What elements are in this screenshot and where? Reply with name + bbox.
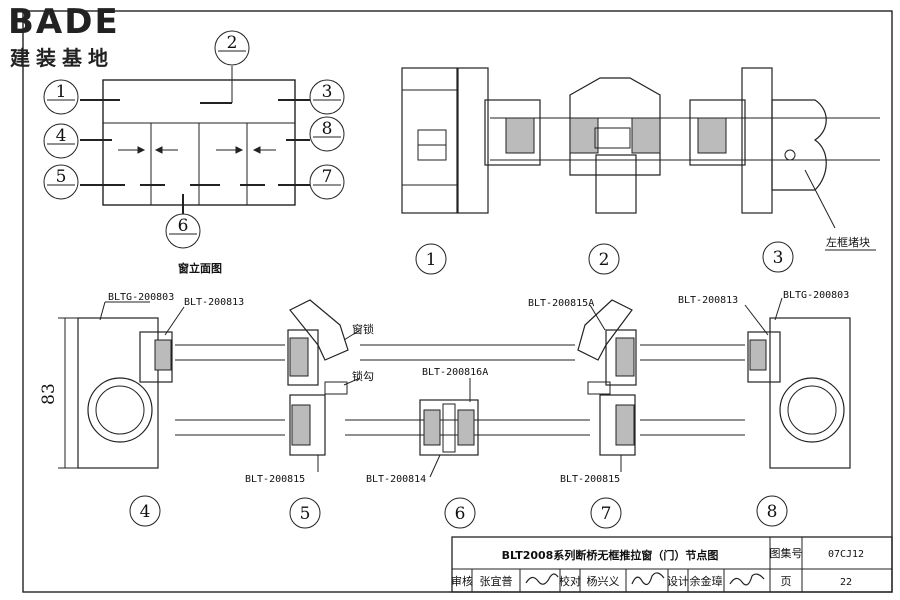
elevation-callouts — [43, 30, 345, 249]
check-label: 校对 — [559, 574, 581, 588]
top-section-callouts — [415, 241, 794, 275]
bottom-section-callouts — [129, 495, 788, 529]
brand-logo: BADE — [8, 2, 120, 42]
part-blt-200816a: BLT-200816A — [422, 367, 488, 378]
section-label-7: 7 — [601, 504, 612, 524]
part-blt-200813-right: BLT-200813 — [678, 295, 738, 306]
section-label-4: 4 — [140, 502, 151, 522]
label-lock-hook: 锁勾 — [352, 369, 374, 383]
svg-text:2: 2 — [227, 33, 238, 53]
checker-signature — [631, 572, 665, 586]
reviewer-name: 张宜普 — [480, 574, 513, 588]
elevation-callout-numbers: 1 2 3 4 5 6 7 8 — [56, 33, 333, 236]
svg-text:4: 4 — [56, 126, 67, 146]
page-number: 22 — [840, 577, 852, 588]
designer-name: 余金璋 — [690, 574, 723, 588]
part-blt-200815a: BLT-200815A — [528, 298, 594, 309]
bottom-section-drawing — [58, 297, 851, 478]
section-label-8: 8 — [767, 502, 778, 522]
drawing-title: BLT2008系列断桥无框推拉窗（门）节点图 — [502, 548, 719, 562]
part-blt-200815-left: BLT-200815 — [245, 474, 305, 485]
section-label-6: 6 — [455, 504, 466, 524]
elevation-title: 窗立面图 — [178, 261, 222, 275]
page-label: 页 — [781, 575, 792, 588]
svg-text:3: 3 — [322, 82, 333, 102]
title-block — [451, 536, 893, 593]
top-section-drawing — [401, 67, 880, 229]
designer-signature — [729, 573, 765, 586]
window-elevation — [80, 66, 310, 218]
label-window-lock: 窗锁 — [352, 322, 374, 336]
review-label: 审核 — [451, 574, 473, 588]
design-label: 设计 — [667, 575, 689, 588]
svg-text:8: 8 — [322, 119, 333, 139]
left-frame-block-label: 左框堵块 — [826, 235, 870, 249]
part-bltg-200803-left: BLTG-200803 — [108, 292, 174, 303]
atlas-number: 07CJ12 — [828, 549, 864, 560]
part-bltg-200803-right: BLTG-200803 — [783, 290, 849, 301]
part-blt-200813-left: BLT-200813 — [184, 297, 244, 308]
part-blt-200815-right: BLT-200815 — [560, 474, 620, 485]
part-blt-200814: BLT-200814 — [366, 474, 426, 485]
section-label-5: 5 — [300, 504, 311, 524]
section-label-2: 2 — [599, 250, 610, 270]
reviewer-signature — [525, 573, 559, 585]
atlas-label: 图集号 — [770, 546, 803, 560]
section-label-3: 3 — [773, 248, 784, 268]
brand-subtitle: 建装基地 — [10, 46, 114, 70]
checker-name: 杨兴义 — [587, 574, 620, 588]
svg-text:5: 5 — [56, 167, 67, 187]
section-label-1: 1 — [426, 250, 437, 270]
svg-text:7: 7 — [322, 167, 333, 187]
svg-text:1: 1 — [56, 82, 67, 102]
svg-text:6: 6 — [178, 216, 189, 236]
dimension-83: 83 — [39, 383, 59, 405]
